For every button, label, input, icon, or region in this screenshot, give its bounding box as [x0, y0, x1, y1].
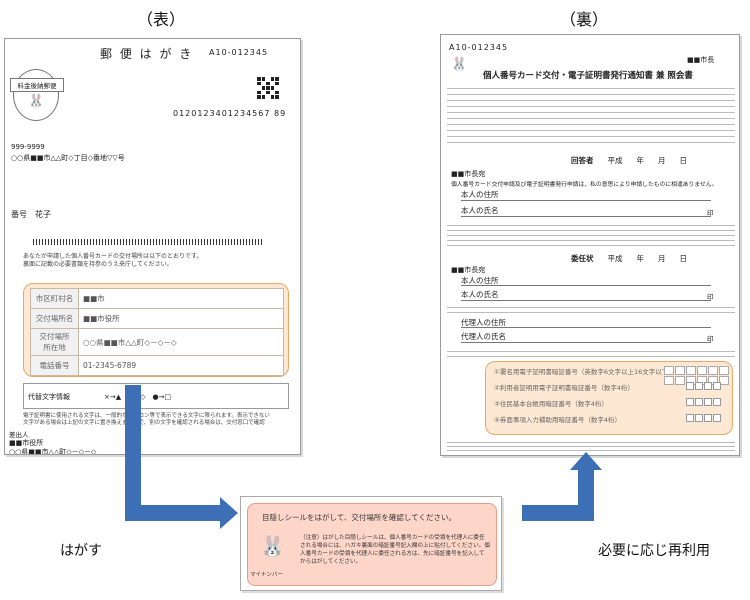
proxy-address-label: 代理人の住所 — [461, 318, 506, 327]
note-line-2: 文字がある場合は上記の文字に置き換えますので、別の文字を確認される場合は、交付窓… — [23, 420, 265, 427]
sticker-note: （注意）はがした目隠しシールは、個人番号カードの受領を代理人に委任される場合には… — [300, 535, 490, 566]
rabbit-mascot-icon: 🐰 — [451, 57, 468, 72]
sender-name: ■■市役所 — [9, 439, 44, 447]
day-label: 日 — [679, 156, 688, 165]
pin-boxes — [686, 398, 722, 406]
delivery-info-table: 市区町村名 ■■市 交付場所名 ■■市役所 交付場所 所在地 ○○県■■市△△町… — [30, 288, 284, 376]
pin-boxes — [686, 382, 722, 390]
field-label: 交付場所 所在地 — [30, 328, 79, 356]
month-label: 月 — [658, 156, 666, 165]
front-serial: A10-012345 — [209, 48, 269, 57]
rabbit-mascot-icon: 🐰 — [28, 94, 45, 109]
back-heading: （裏） — [560, 10, 609, 29]
sender-label: 差出人 — [9, 431, 29, 439]
field-value: ■■市役所 — [78, 308, 284, 329]
recipient-name: 番号 花子 — [11, 210, 51, 219]
intro-line-1: あなたが申請した個人番号カードの交付場所は以下のとおりです。 — [23, 253, 203, 260]
seal-mark-3: 印 — [707, 335, 714, 343]
customer-barcode — [33, 239, 263, 245]
proxy-title: 委任状 — [571, 254, 594, 263]
pin-row-label: ④券面事項入力補助用暗証番号（数字4桁） — [494, 416, 621, 424]
postage-mark-label: 料金後納郵便 — [10, 78, 64, 92]
proxy-name-label: 代理人の氏名 — [461, 332, 506, 341]
alt-char-box: 代替文字情報 ×→▲ ○→◇ ●→□ — [23, 383, 289, 409]
qr-code-icon — [257, 77, 279, 99]
seal-mark-2: 印 — [707, 293, 714, 301]
city-mayor-to-2: ■■市長宛 — [451, 266, 486, 274]
recipient-address: ○○県■■市△△町◇丁目◇番地▽▽号 — [11, 154, 125, 162]
field-label: 電話番号 — [30, 355, 79, 376]
alt-char-label: 代替文字情報 — [28, 393, 70, 401]
proxy-row: 委任状 平成 年 月 日 — [571, 253, 687, 264]
postcard-back: A10-012345 ■■市長 🐰 個人番号カード交付・電子証明書発行通知書 兼… — [440, 34, 740, 456]
sticker-title: 目隠しシールをはがして、交付場所を確認してください。 — [262, 513, 456, 522]
sticker-panel: 目隠しシールをはがして、交付場所を確認してください。 🐰 マイナンバー （注意）… — [247, 503, 497, 586]
postcard-front: 郵 便 は が き A10-012345 料金後納郵便 🐰 0120123401… — [4, 38, 301, 455]
barcode-digits: 0120123401234567 89 — [173, 109, 287, 118]
arrow-shaft-right — [125, 505, 220, 521]
year-label: 年 — [636, 254, 645, 263]
year-label: 年 — [636, 156, 645, 165]
pin-row-label: ③住民基本台帳用暗証番号（数字4桁） — [494, 400, 608, 408]
table-row: 市区町村名 ■■市 — [30, 288, 284, 309]
day-label: 日 — [679, 254, 688, 263]
zip-code: 999-9999 — [11, 143, 45, 151]
month-label: 月 — [658, 254, 666, 263]
arrow-shaft-right-2 — [522, 505, 594, 521]
field-value: ■■市 — [78, 288, 284, 309]
note-line-1: 電子証明書に使用される文字は、一般的なパソコン等で表示できる文字に限られます。表… — [23, 413, 270, 419]
back-title: 個人番号カード交付・電子証明書発行通知書 兼 照会書 — [483, 71, 693, 81]
arrow-shaft-down — [125, 385, 141, 520]
sender-address: ○○県■■市△△町◇－◇－◇ — [9, 448, 97, 455]
table-row: 電話番号 01-2345-6789 — [30, 355, 284, 376]
pin-boxes — [686, 414, 722, 422]
front-heading: （表） — [137, 10, 186, 29]
pin-row-label: ①署名用電子証明書暗証番号（英数字6文字以上16文字以下） — [494, 368, 675, 376]
table-row: 交付場所名 ■■市役所 — [30, 308, 284, 329]
seal-mark: 印 — [707, 209, 714, 217]
answer-row: 回答者 平成 年 月 日 — [571, 155, 687, 166]
field-label: 交付場所名 — [30, 308, 79, 329]
peel-label: はがす — [60, 543, 102, 559]
city-mayor-to: ■■市長宛 — [451, 170, 486, 178]
principal-address-label-2: 本人の住所 — [461, 276, 499, 285]
reuse-label: 必要に応じ再利用 — [598, 543, 710, 559]
hidden-sticker-area: 市区町村名 ■■市 交付場所名 ■■市役所 交付場所 所在地 ○○県■■市△△町… — [23, 283, 289, 377]
era-label: 平成 — [607, 254, 623, 263]
pin-entry-area: ①署名用電子証明書暗証番号（英数字6文字以上16文字以下） ②利用者証明用電子証… — [485, 361, 733, 435]
mascot-name: マイナンバー — [250, 572, 283, 578]
field-value: 01-2345-6789 — [78, 355, 284, 376]
field-value: ○○県■■市△△町◇－◇－◇ — [78, 328, 284, 356]
arrow-shaft-up — [578, 470, 594, 521]
back-serial: A10-012345 — [449, 43, 509, 52]
blindfold-sticker: 目隠しシールをはがして、交付場所を確認してください。 🐰 マイナンバー （注意）… — [240, 496, 502, 591]
pin-grid — [664, 366, 729, 385]
era-label: 平成 — [607, 156, 623, 165]
intro-line-2: 裏面に記載の必要書類を持参のうえ来庁してください。 — [23, 261, 173, 269]
arrow-right-icon — [220, 497, 238, 529]
principal-name-label: 本人の氏名 — [461, 206, 499, 215]
answer-label: 回答者 — [571, 156, 594, 165]
arrow-up-icon — [570, 452, 602, 470]
mayor-label: ■■市長 — [687, 56, 715, 64]
postcard-title: 郵 便 は が き — [100, 47, 194, 61]
field-label: 市区町村名 — [30, 288, 79, 309]
principal-name-label-2: 本人の氏名 — [461, 290, 499, 299]
principal-address-label: 本人の住所 — [461, 190, 499, 199]
declaration-text: 個人番号カード交付申請及び電子証明書発行申請は、私の意思により申請したものに相違… — [451, 182, 718, 188]
pin-row-label: ②利用者証明用電子証明書暗証番号（数字4桁） — [494, 384, 634, 392]
rabbit-mascot-icon: 🐰 — [260, 534, 285, 558]
table-row: 交付場所 所在地 ○○県■■市△△町◇－◇－◇ — [30, 328, 284, 356]
postage-mark: 料金後納郵便 🐰 — [10, 69, 64, 121]
